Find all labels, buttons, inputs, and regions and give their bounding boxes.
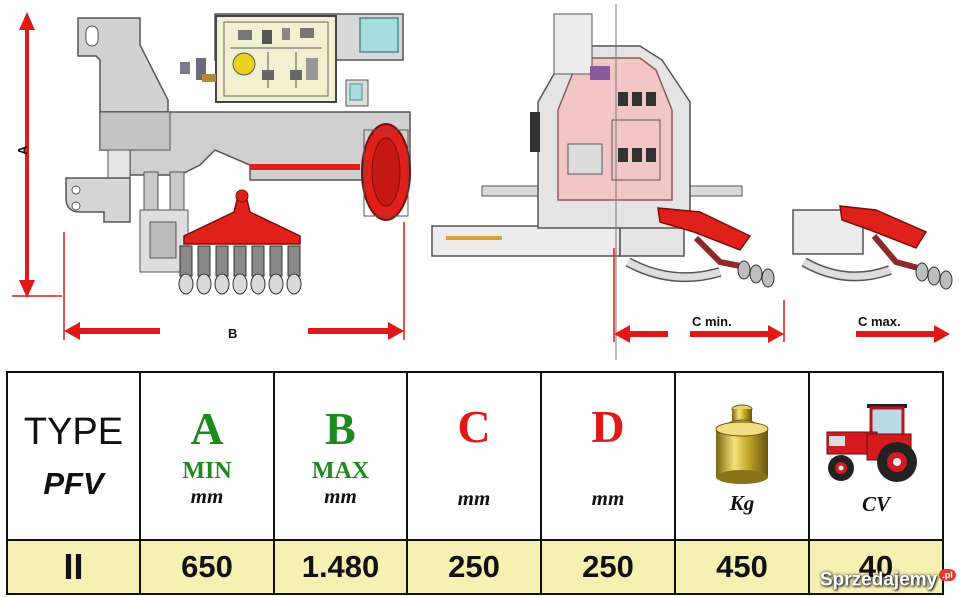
- dimension-c-max-label: C max.: [858, 314, 901, 329]
- dimension-a: A: [12, 12, 62, 298]
- technical-drawing: A B: [12, 4, 953, 360]
- spec-table: TYPE PFV A MIN mm B MAX mm C mm D mm: [6, 371, 944, 595]
- a-unit: mm: [190, 484, 224, 508]
- a-letter: A: [190, 403, 224, 454]
- spec-table-value-row: II 650 1.480 250 250 450 40: [6, 539, 944, 595]
- dimension-a-label: A: [15, 145, 30, 155]
- side-view-machine: [65, 13, 411, 295]
- type-value: II: [6, 539, 141, 595]
- dimension-c-min: C min.: [613, 248, 785, 343]
- spec-table-header-row: TYPE PFV A MIN mm B MAX mm C mm D mm: [6, 371, 944, 541]
- weight-unit: Kg: [729, 490, 755, 515]
- type-title: TYPE: [23, 411, 124, 453]
- type-header-cell: TYPE PFV: [6, 371, 141, 541]
- tractor-icon: [826, 403, 917, 482]
- watermark-tld: .pl: [939, 569, 956, 581]
- rear-view-machine: [431, 4, 775, 360]
- b-qualifier: MAX: [311, 458, 370, 484]
- c-letter: C: [457, 401, 491, 452]
- dimension-b: B: [63, 222, 405, 341]
- b-header-cell: B MAX mm: [273, 371, 408, 541]
- d-unit: mm: [591, 486, 625, 510]
- b-letter: B: [325, 403, 356, 454]
- d-letter: D: [591, 401, 625, 452]
- max-extension-detail: [792, 205, 953, 290]
- dimension-c-max: C max.: [856, 314, 950, 343]
- power-value: 40: [808, 539, 944, 595]
- c-value: 250: [406, 539, 542, 595]
- c-unit: mm: [457, 486, 491, 510]
- a-qualifier: MIN: [182, 458, 232, 484]
- c-header-cell: C mm: [406, 371, 542, 541]
- d-header-cell: D mm: [540, 371, 676, 541]
- d-value: 250: [540, 539, 676, 595]
- a-header-cell: A MIN mm: [139, 371, 275, 541]
- a-value: 650: [139, 539, 275, 595]
- watermark: Sprzedajemy.pl: [812, 560, 960, 590]
- b-value: 1.480: [273, 539, 408, 595]
- power-unit: CV: [861, 491, 890, 516]
- dimension-c-min-label: C min.: [692, 314, 732, 329]
- power-header-cell: CV: [808, 371, 944, 541]
- weight-value: 450: [674, 539, 810, 595]
- b-unit: mm: [324, 484, 357, 508]
- weight-icon: [715, 404, 769, 484]
- type-model: PFV: [43, 466, 104, 501]
- dimension-b-label: B: [228, 326, 237, 341]
- watermark-text: Sprzedajemy: [820, 569, 938, 591]
- weight-header-cell: Kg: [674, 371, 810, 541]
